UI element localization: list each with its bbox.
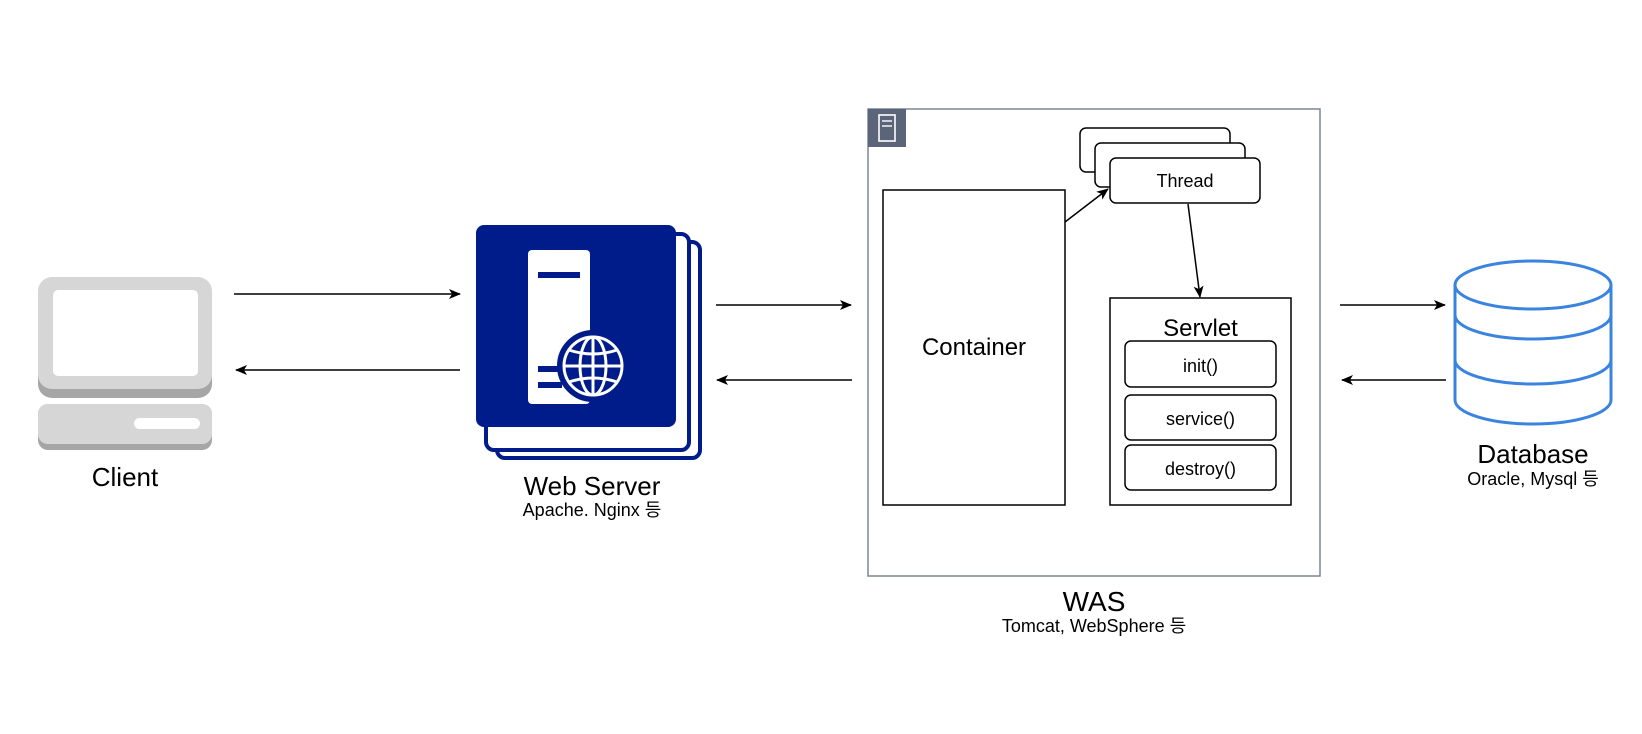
database-label: Database bbox=[1477, 439, 1589, 469]
client-label: Client bbox=[91, 462, 159, 492]
init-method-label: init() bbox=[1183, 356, 1218, 376]
container-box bbox=[882, 189, 1066, 506]
service-method-label: service() bbox=[1165, 409, 1235, 429]
thread-stack bbox=[1079, 127, 1261, 204]
thread-label: Thread bbox=[1156, 171, 1214, 191]
servlet-box bbox=[1109, 297, 1292, 506]
destroy-method-label: destroy() bbox=[1164, 459, 1236, 479]
destroy-method-box bbox=[1124, 444, 1277, 491]
web-server-label: Web Server bbox=[523, 471, 661, 501]
arrow-thread-to-servlet bbox=[1187, 203, 1204, 298]
database-sublabel: Oracle, Mysql 등 bbox=[1467, 469, 1599, 489]
init-method-box bbox=[1124, 340, 1277, 388]
was-sublabel: Tomcat, WebSphere 등 bbox=[1001, 616, 1187, 636]
arrows bbox=[234, 188, 1446, 385]
servlet-label: Servlet bbox=[1163, 315, 1238, 342]
database-icon bbox=[1453, 259, 1613, 426]
service-method-box bbox=[1124, 394, 1277, 441]
web-server-icon bbox=[476, 225, 702, 460]
computer-icon bbox=[38, 277, 212, 450]
container-label: Container bbox=[921, 334, 1027, 361]
server-icon bbox=[868, 109, 906, 147]
arrow-container-to-thread bbox=[1064, 188, 1109, 223]
thread-box bbox=[1109, 157, 1261, 204]
was-label: WAS bbox=[1062, 586, 1126, 617]
web-server-sublabel: Apache. Nginx 등 bbox=[522, 500, 662, 520]
